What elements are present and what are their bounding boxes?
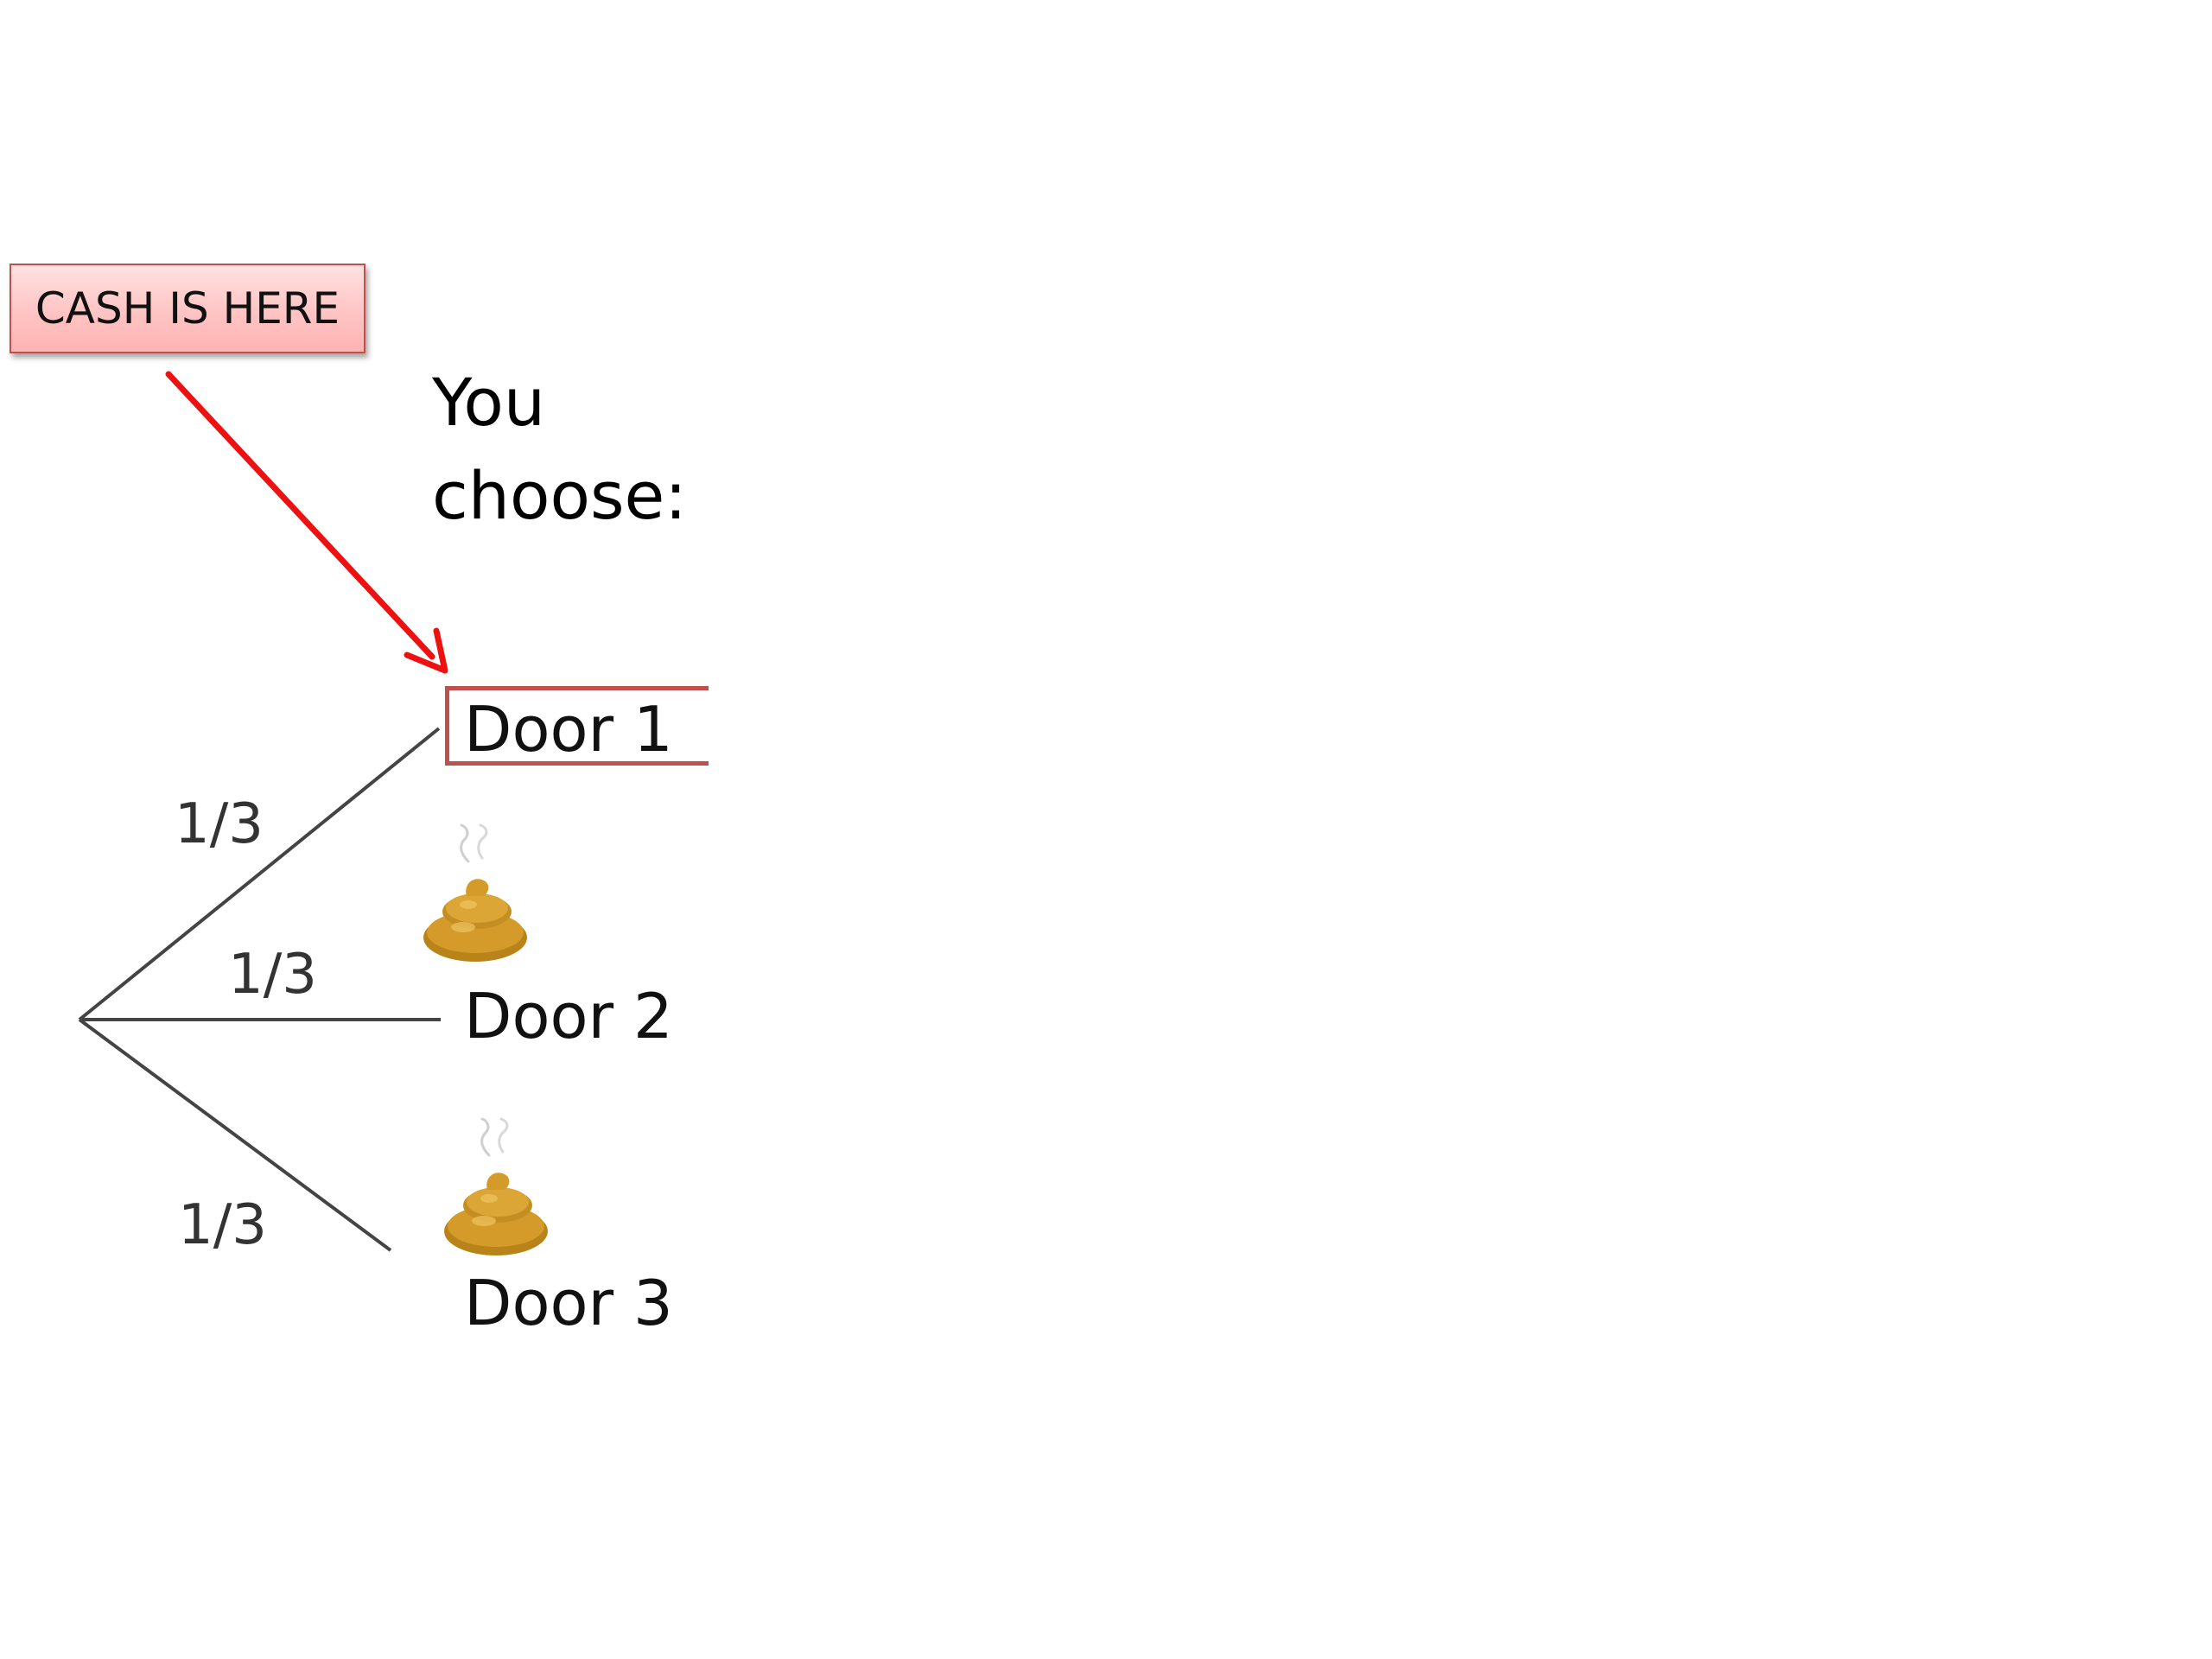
probability-label-door-2: 1/3 <box>228 943 317 1007</box>
poop-icon <box>423 823 527 962</box>
you-choose-line-1: You <box>432 364 545 441</box>
door-2-label[interactable]: Door 2 <box>464 980 673 1052</box>
door-1-label[interactable]: Door 1 <box>464 693 673 766</box>
poop-icon <box>444 1117 548 1255</box>
cash-callout-box: CASH IS HERE <box>10 264 365 353</box>
probability-label-door-3: 1/3 <box>178 1193 267 1257</box>
pointer-arrow-head <box>404 627 448 674</box>
you-choose-line-2: choose: <box>432 457 687 534</box>
pointer-arrow-line <box>165 371 435 660</box>
door-3-label[interactable]: Door 3 <box>464 1267 673 1339</box>
probability-label-door-1: 1/3 <box>175 792 264 856</box>
branch-line-door-1 <box>78 727 441 1021</box>
cash-callout-text: CASH IS HERE <box>35 283 340 334</box>
you-choose-label: You choose: <box>432 356 778 543</box>
branch-line-door-3 <box>78 1018 392 1252</box>
door-1-highlight-box <box>445 686 709 766</box>
